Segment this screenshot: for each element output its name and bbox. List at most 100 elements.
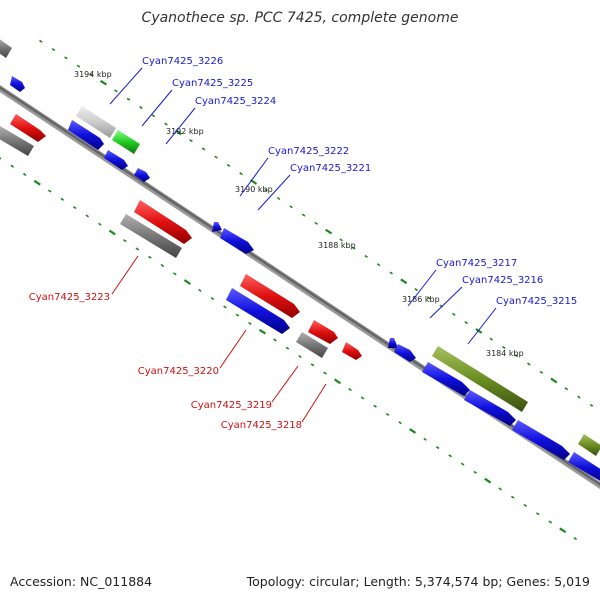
- tick-mark: [214, 155, 218, 159]
- tick-mark: [473, 470, 477, 474]
- tick-mark: [33, 179, 41, 186]
- tick-mark: [89, 72, 93, 76]
- tick-mark: [510, 495, 515, 499]
- feature-red-3223[interactable]: [134, 200, 192, 244]
- tick-mark: [423, 437, 427, 441]
- gene-label-3223[interactable]: Cyan7425_3223: [29, 292, 110, 303]
- tick-mark: [414, 288, 419, 292]
- gene-label-3219[interactable]: Cyan7425_3219: [191, 400, 272, 411]
- gene-label-3216[interactable]: Cyan7425_3216: [462, 275, 543, 286]
- tick-mark: [72, 206, 77, 210]
- feature-blue-2[interactable]: [104, 150, 128, 170]
- tick-mark: [85, 214, 90, 218]
- tick-mark: [98, 222, 102, 226]
- feature-red-3219[interactable]: [308, 320, 338, 344]
- gene-label-3218[interactable]: Cyan7425_3218: [221, 420, 302, 431]
- feature-blue-4[interactable]: [220, 228, 254, 254]
- tick-mark: [239, 172, 243, 176]
- tick-mark: [527, 362, 531, 366]
- tick-mark: [502, 345, 506, 349]
- tick-mark: [60, 197, 65, 201]
- gene-label-3221[interactable]: Cyan7425_3221: [290, 163, 371, 174]
- feature-gray-3219[interactable]: [296, 332, 328, 358]
- feature-blue-small-1[interactable]: [10, 76, 25, 92]
- gene-label-3224[interactable]: Cyan7425_3224: [195, 96, 276, 107]
- gene-label-3226[interactable]: Cyan7425_3226: [142, 56, 223, 67]
- tick-mark: [99, 79, 107, 86]
- tick-mark: [10, 164, 15, 168]
- feature-red-3220[interactable]: [240, 274, 300, 318]
- feature-blue-3[interactable]: [134, 168, 150, 182]
- tick-label-3190: 3190 kbp: [235, 185, 273, 194]
- tick-mark: [448, 454, 452, 458]
- tick-mark: [164, 122, 168, 126]
- gene-label-3217[interactable]: Cyan7425_3217: [436, 258, 517, 269]
- tick-mark: [589, 403, 594, 407]
- tick-mark: [226, 163, 231, 167]
- feature-red-3218[interactable]: [342, 342, 362, 360]
- tick-marks: [0, 39, 594, 541]
- tick-label-3188: 3188 kbp: [318, 241, 356, 250]
- tick-mark: [301, 213, 306, 217]
- gene-label-3222[interactable]: Cyan7425_3222: [268, 146, 349, 157]
- tick-mark: [22, 172, 27, 177]
- gene-label-3220[interactable]: Cyan7425_3220: [138, 366, 219, 377]
- tick-mark: [285, 346, 290, 350]
- tick-mark: [577, 395, 581, 399]
- tick-mark: [183, 279, 191, 285]
- tick-mark: [550, 377, 558, 384]
- leader-lines: [109, 67, 497, 423]
- gene-label-3215[interactable]: Cyan7425_3215: [496, 296, 577, 307]
- tick-mark: [409, 428, 417, 434]
- feature-red-left[interactable]: [10, 114, 46, 142]
- tick-mark: [273, 338, 277, 342]
- tick-mark: [435, 446, 440, 450]
- tick-mark: [351, 246, 356, 250]
- feature-blue-6[interactable]: [422, 362, 470, 396]
- tick-mark: [148, 255, 152, 259]
- map-title: Cyanothece sp. PCC 7425, complete genome: [141, 10, 459, 26]
- tick-mark: [289, 205, 293, 209]
- accession-text: Accession: NC_011884: [10, 574, 153, 589]
- tick-mark: [108, 229, 116, 236]
- tick-mark: [364, 254, 368, 258]
- tick-mark: [248, 321, 252, 325]
- tick-mark: [151, 114, 156, 118]
- feature-blue-small-2[interactable]: [212, 222, 222, 232]
- tick-mark: [198, 288, 202, 292]
- tick-mark: [498, 487, 502, 491]
- tick-mark: [385, 412, 390, 416]
- tick-mark: [360, 396, 365, 400]
- feature-blue-8[interactable]: [512, 420, 570, 460]
- tick-mark: [114, 89, 118, 93]
- feature-gray-topleft[interactable]: [0, 38, 12, 58]
- feature-blue-1[interactable]: [68, 120, 104, 150]
- gene-features: [0, 38, 600, 482]
- tick-mark: [310, 363, 315, 367]
- tick-mark: [548, 520, 553, 524]
- feature-blue-7[interactable]: [464, 390, 516, 426]
- feature-blue-3220[interactable]: [226, 288, 290, 334]
- tick-label-3186: 3186 kbp: [402, 295, 440, 304]
- feature-blue-5[interactable]: [394, 344, 416, 362]
- feature-light-gray[interactable]: [76, 106, 116, 138]
- tick-mark: [64, 56, 68, 60]
- gene-label-3225[interactable]: Cyan7425_3225: [172, 78, 253, 89]
- tick-mark: [376, 263, 381, 267]
- tick-mark: [333, 378, 342, 385]
- tick-mark: [160, 263, 165, 268]
- tick-mark: [514, 354, 519, 358]
- tick-mark: [76, 64, 81, 68]
- feature-blue-small-3[interactable]: [388, 338, 398, 348]
- feature-blue-edge[interactable]: [568, 452, 600, 482]
- tick-mark: [539, 370, 544, 374]
- feature-olive-misc[interactable]: [432, 346, 528, 412]
- feature-gray-3223[interactable]: [120, 214, 182, 258]
- feature-green-rna[interactable]: [112, 130, 140, 154]
- feature-olive-edge[interactable]: [578, 434, 600, 456]
- feature-gray-left[interactable]: [0, 126, 34, 156]
- tick-mark: [126, 97, 131, 101]
- tick-mark: [235, 313, 240, 317]
- genome-summary-text: Topology: circular; Length: 5,374,574 bp…: [246, 574, 590, 589]
